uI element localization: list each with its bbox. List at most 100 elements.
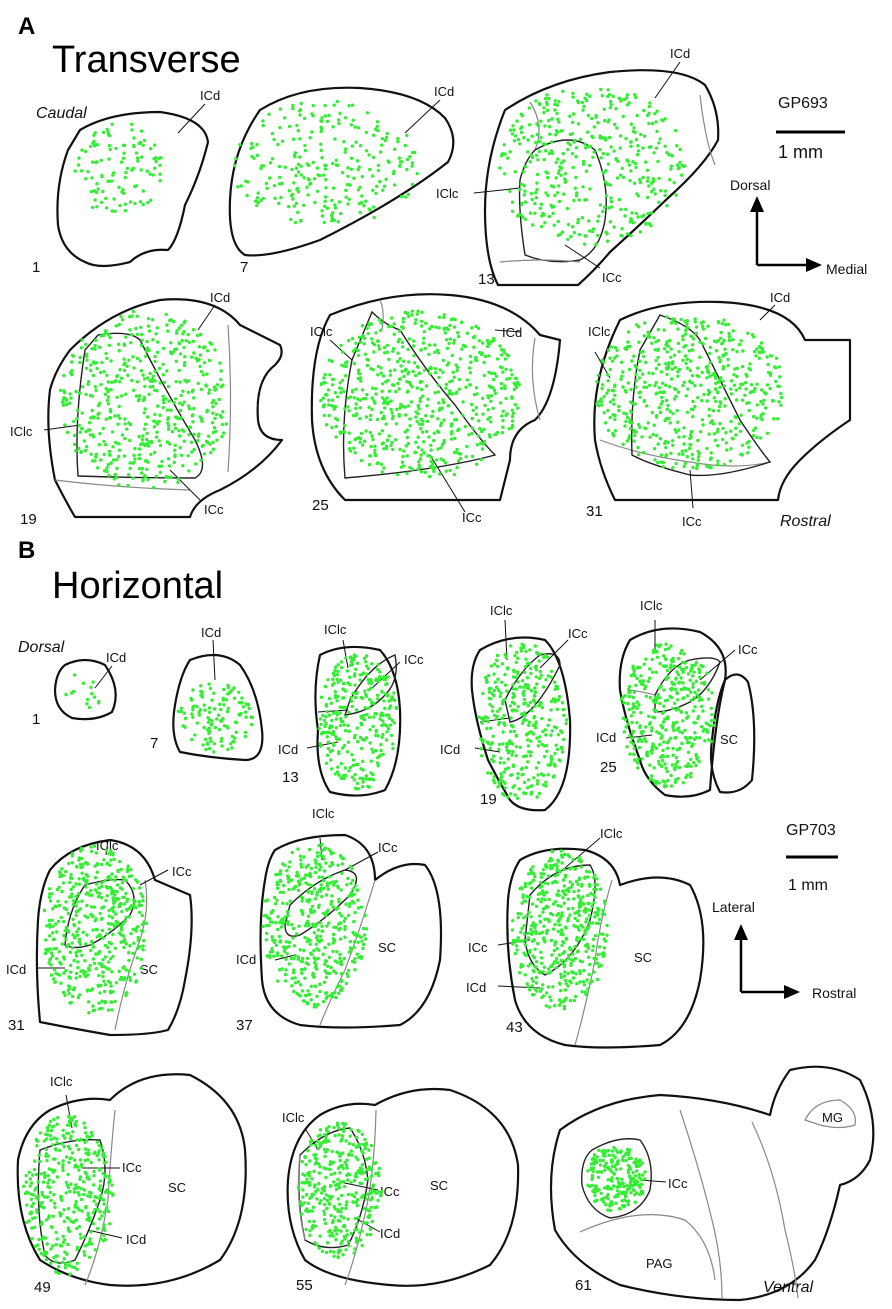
- labeled-cell-dot: [492, 775, 496, 779]
- labeled-cell-dot: [358, 144, 363, 148]
- labeled-cell-dot: [203, 708, 207, 712]
- labeled-cell-dot: [212, 742, 216, 746]
- labeled-cell-dot: [633, 161, 638, 166]
- labeled-cell-dot: [339, 387, 344, 391]
- labeled-cell-dot: [174, 397, 178, 401]
- labeled-cell-dot: [372, 343, 377, 347]
- labeled-cell-dot: [704, 365, 708, 369]
- labeled-cell-dot: [379, 321, 383, 325]
- labeled-cell-dot: [465, 444, 469, 449]
- labeled-cell-dot: [411, 344, 416, 348]
- labeled-cell-dot: [526, 985, 530, 989]
- dorsal-label: Dorsal: [18, 639, 65, 656]
- labeled-cell-dot: [267, 176, 272, 180]
- labeled-cell-dot: [338, 937, 343, 941]
- labeled-cell-dot: [278, 869, 283, 873]
- labeled-cell-dot: [760, 388, 764, 392]
- labeled-cell-dot: [314, 865, 318, 869]
- labeled-cell-dot: [626, 340, 630, 344]
- labeled-cell-dot: [343, 150, 347, 154]
- labeled-cell-dot: [383, 351, 387, 355]
- labeled-cell-dot: [384, 135, 389, 140]
- labeled-cell-dot: [122, 902, 127, 906]
- labeled-cell-dot: [455, 368, 459, 373]
- section-number: 13: [478, 271, 495, 288]
- labeled-cell-dot: [348, 939, 353, 944]
- labeled-cell-dot: [355, 159, 360, 163]
- labeled-cell-dot: [679, 651, 683, 655]
- labeled-cell-dot: [606, 379, 610, 383]
- labeled-cell-dot: [347, 409, 351, 413]
- labeled-cell-dot: [153, 369, 157, 374]
- labeled-cell-dot: [395, 472, 400, 477]
- labeled-cell-dot: [536, 773, 540, 777]
- labeled-cell-dot: [651, 698, 655, 703]
- labeled-cell-dot: [649, 145, 653, 149]
- labeled-cell-dot: [334, 163, 338, 167]
- labeled-cell-dot: [182, 345, 186, 350]
- label-iclc: IClc: [600, 826, 623, 841]
- labeled-cell-dot: [487, 396, 491, 400]
- labeled-cell-dot: [635, 153, 640, 157]
- labeled-cell-dot: [672, 728, 676, 732]
- labeled-cell-dot: [528, 730, 532, 734]
- labeled-cell-dot: [358, 376, 363, 380]
- labeled-cell-dot: [341, 687, 345, 691]
- labeled-cell-dot: [514, 734, 518, 738]
- labeled-cell-dot: [539, 900, 543, 904]
- labeled-cell-dot: [114, 919, 118, 924]
- labeled-cell-dot: [502, 721, 506, 725]
- labeled-cell-dot: [196, 381, 200, 386]
- labeled-cell-dot: [618, 146, 622, 150]
- labeled-cell-dot: [272, 895, 277, 900]
- labeled-cell-dot: [480, 341, 485, 345]
- labeled-cell-dot: [320, 894, 324, 899]
- labeled-cell-dot: [398, 164, 402, 168]
- labeled-cell-dot: [511, 691, 515, 696]
- labeled-cell-dot: [596, 952, 600, 957]
- labeled-cell-dot: [237, 690, 241, 694]
- horizontal-section-25: IClc ICc ICd SC 25: [596, 598, 758, 798]
- labeled-cell-dot: [657, 759, 661, 763]
- labeled-cell-dot: [663, 717, 667, 721]
- labeled-cell-dot: [544, 149, 548, 153]
- labeled-cell-dot: [332, 939, 337, 943]
- labeled-cell-dot: [119, 394, 124, 398]
- labeled-cell-dot: [418, 399, 422, 404]
- labeled-cell-dot: [614, 157, 618, 162]
- labeled-cell-dot: [291, 137, 296, 141]
- labeled-cell-dot: [320, 127, 324, 131]
- labeled-cell-dot: [323, 946, 327, 950]
- labeled-cell-dot: [94, 190, 99, 195]
- labeled-cell-dot: [654, 392, 658, 396]
- labeled-cell-dot: [540, 705, 544, 710]
- labeled-cell-dot: [676, 390, 681, 394]
- labeled-cell-dot: [105, 356, 109, 360]
- labeled-cell-dot: [364, 654, 369, 658]
- labeled-cell-dot: [346, 681, 350, 685]
- labeled-cell-dot: [161, 373, 165, 377]
- labeled-cell-dot: [487, 370, 491, 374]
- labeled-cell-dot: [97, 961, 102, 966]
- labeled-cell-dot: [588, 94, 592, 99]
- labeled-cell-dot: [544, 780, 548, 784]
- labeled-cell-dot: [78, 355, 83, 360]
- labeled-cell-dot: [499, 756, 503, 760]
- labeled-cell-dot: [429, 365, 433, 369]
- labeled-cell-dot: [410, 150, 415, 155]
- labeled-cell-dot: [373, 444, 377, 448]
- labeled-cell-dot: [362, 336, 367, 341]
- labeled-cell-dot: [491, 386, 495, 390]
- labeled-cell-dot: [74, 389, 78, 394]
- labeled-cell-dot: [303, 976, 307, 980]
- labeled-cell-dot: [419, 387, 424, 392]
- labeled-cell-cluster: [317, 653, 399, 791]
- labeled-cell-dot: [342, 696, 346, 700]
- labeled-cell-dot: [603, 180, 607, 184]
- labeled-cell-dot: [69, 970, 73, 974]
- labeled-cell-dot: [624, 136, 628, 141]
- labeled-cell-dot: [139, 140, 143, 144]
- labeled-cell-dot: [642, 385, 646, 389]
- labeled-cell-dot: [330, 683, 335, 687]
- labeled-cell-dot: [397, 156, 401, 160]
